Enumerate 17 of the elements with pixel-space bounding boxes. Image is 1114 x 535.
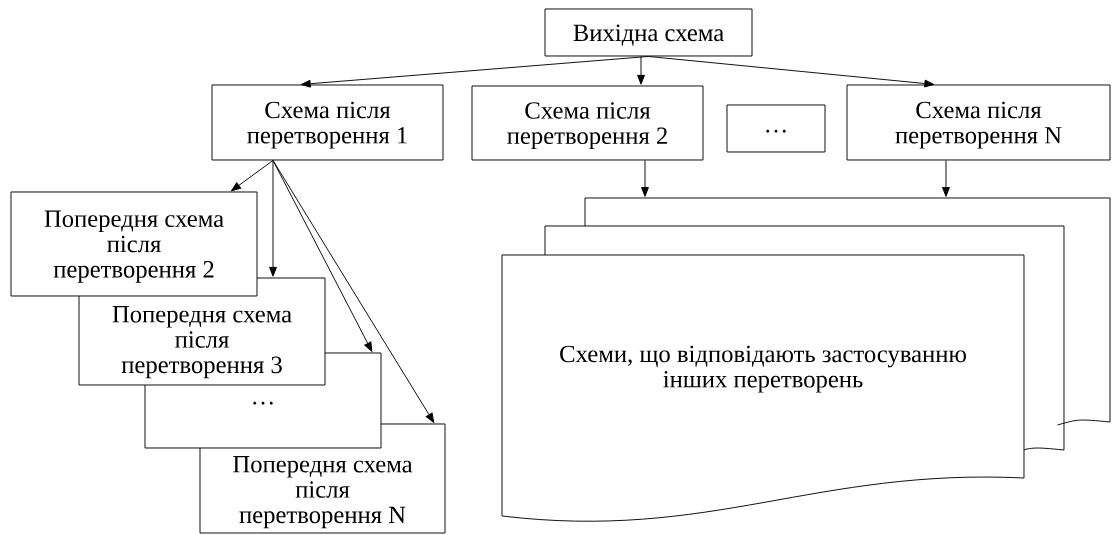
document-shape	[544, 225, 1065, 256]
arrow	[272, 160, 435, 423]
arrow	[269, 160, 277, 277]
arrow	[942, 160, 950, 197]
arrow	[641, 160, 649, 197]
arrow	[231, 160, 274, 192]
node-label: Схеми, що відповідають застосуванню інших перетворень	[560, 345, 966, 393]
arrow	[300, 56, 649, 88]
process-box: Попередня схема після перетворення 2	[10, 191, 258, 297]
process-box: Вихідна схема	[544, 8, 753, 57]
process-box: Схема після перетворення N	[846, 84, 1111, 161]
arrow	[648, 56, 935, 88]
document-shape	[584, 197, 1111, 227]
process-box: Схема після перетворення 1	[211, 84, 444, 161]
arrow	[637, 56, 645, 85]
process-box: …	[726, 104, 826, 153]
process-box: Схема після перетворення 2	[471, 85, 704, 161]
